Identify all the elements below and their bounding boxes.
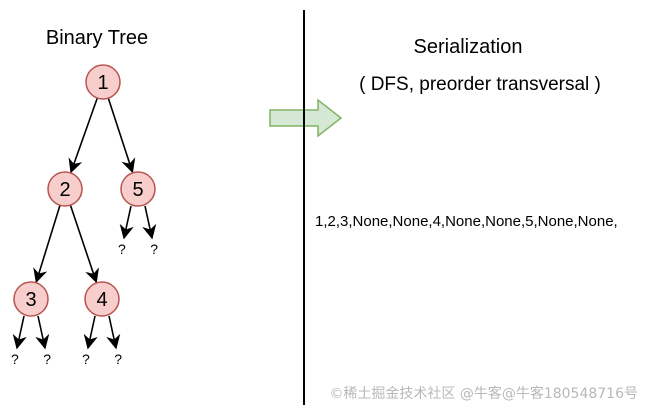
tree-node-1: 1 [85, 64, 121, 100]
node-circle [47, 171, 83, 207]
node-circle [84, 281, 120, 317]
unknown-child-label: ? [43, 351, 51, 367]
unknown-edge-3-left [12, 315, 27, 350]
unknown-children: ?????? [11, 205, 158, 367]
serialization-title: Serialization [414, 36, 523, 58]
unknown-child-label: ? [150, 241, 158, 257]
node-label: 3 [25, 289, 36, 311]
unknown-edge-5-left [119, 205, 134, 240]
tree-title: Binary Tree [46, 27, 148, 49]
unknown-edge-4-left [83, 315, 98, 350]
watermark: ©稀土掘金技术社区 @牛客@牛客180548716号 [329, 385, 638, 402]
node-label: 2 [59, 179, 70, 201]
node-circle [13, 281, 49, 317]
node-circle [120, 171, 156, 207]
edge-2-4 [69, 204, 99, 284]
node-label: 4 [96, 289, 107, 311]
tree-node-4: 4 [84, 281, 120, 317]
serialization-subtitle: ( DFS, preorder transversal ) [359, 74, 601, 95]
edge-1-2 [68, 97, 99, 174]
unknown-child-label: ? [11, 351, 19, 367]
node-label: 1 [97, 72, 108, 94]
serialization-sequence: 1,2,3,None,None,4,None,None,5,None,None, [315, 213, 618, 230]
block-arrow-right-icon [269, 98, 343, 138]
unknown-child-label: ? [118, 241, 126, 257]
unknown-edge-3-right [35, 315, 50, 350]
tree-node-2: 2 [47, 171, 83, 207]
node-circle [85, 64, 121, 100]
tree-edges [33, 97, 136, 284]
unknown-child-label: ? [82, 351, 90, 367]
node-label: 5 [132, 179, 143, 201]
tree-node-5: 5 [120, 171, 156, 207]
tree-node-3: 3 [13, 281, 49, 317]
edge-1-5 [107, 97, 136, 174]
unknown-edge-5-right [142, 205, 157, 240]
tree-nodes: 1 2 5 3 4 [13, 64, 156, 317]
unknown-edge-4-right [106, 315, 121, 350]
edge-2-3 [33, 205, 61, 284]
unknown-child-label: ? [114, 351, 122, 367]
